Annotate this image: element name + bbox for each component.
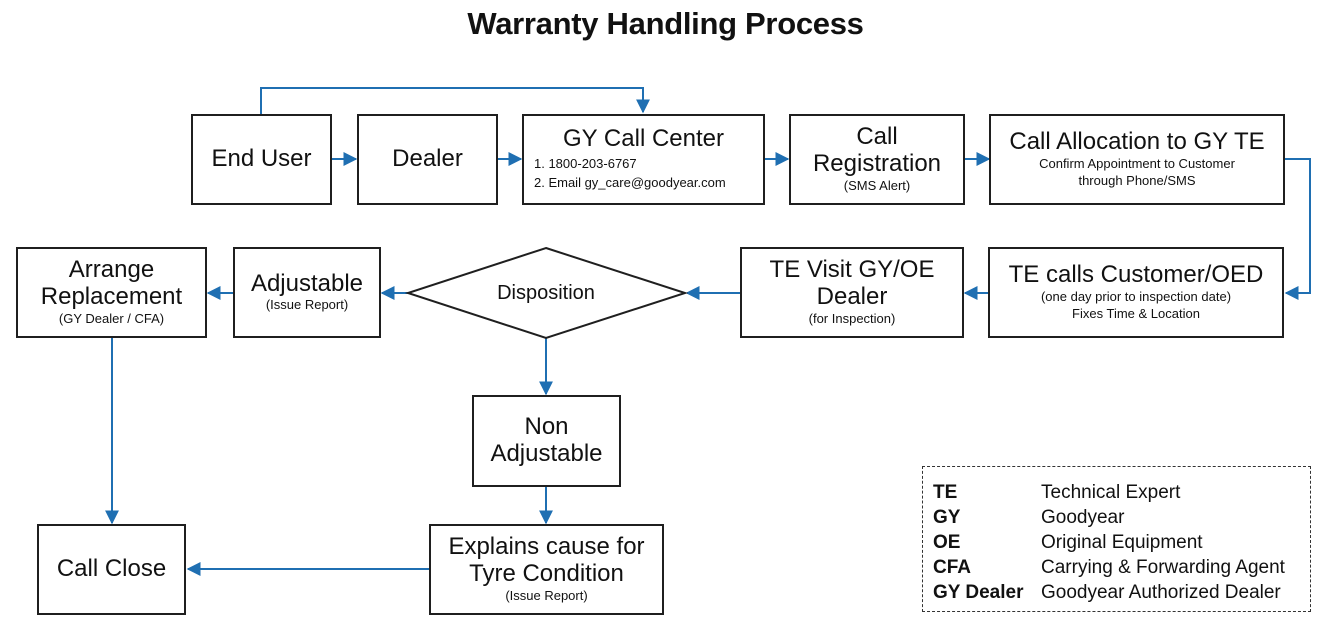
- legend-meaning: Carrying & Forwarding Agent: [1041, 557, 1285, 578]
- node-call-registration: Call Registration (SMS Alert): [789, 114, 965, 205]
- node-dealer: Dealer: [357, 114, 498, 205]
- node-te-calls-customer: TE calls Customer/OED (one day prior to …: [988, 247, 1284, 338]
- call-center-label: GY Call Center: [563, 125, 724, 153]
- abbreviation-legend: TE Technical Expert GY Goodyear OE Origi…: [922, 466, 1311, 612]
- legend-row: TE Technical Expert: [933, 480, 1310, 505]
- node-call-allocation: Call Allocation to GY TE Confirm Appoint…: [989, 114, 1285, 205]
- node-call-close: Call Close: [37, 524, 186, 615]
- node-adjustable: Adjustable (Issue Report): [233, 247, 381, 338]
- call-registration-line2: Registration: [812, 150, 942, 178]
- call-allocation-note-line1: Confirm Appointment to Customer: [1039, 156, 1235, 172]
- disposition-diamond: [404, 246, 689, 340]
- explains-cause-line2: Tyre Condition: [469, 560, 624, 588]
- arrow-allocation-to-tecalls: [1284, 158, 1311, 300]
- call-center-contact-list: 1. 1800-203-6767 2. Email gy_care@goodye…: [524, 155, 726, 193]
- legend-abbr: TE: [933, 482, 958, 503]
- legend-abbr: CFA: [933, 557, 971, 578]
- node-explains-cause: Explains cause for Tyre Condition (Issue…: [429, 524, 664, 615]
- legend-abbr: GY: [933, 507, 961, 528]
- legend-row: OE Original Equipment: [933, 530, 1310, 555]
- explains-cause-line1: Explains cause for: [448, 533, 645, 561]
- node-non-adjustable: Non Adjustable: [472, 395, 621, 487]
- end-user-label: End User: [211, 145, 312, 173]
- te-calls-label: TE calls Customer/OED: [1008, 261, 1264, 289]
- legend-abbr: OE: [933, 532, 961, 553]
- legend-meaning: Technical Expert: [1041, 482, 1181, 503]
- explains-cause-note: (Issue Report): [505, 587, 588, 603]
- te-calls-note-line2: Fixes Time & Location: [1072, 305, 1200, 321]
- legend-row: GY Goodyear: [933, 505, 1310, 530]
- arrow-enduser-to-callcenter: [260, 87, 650, 114]
- arrange-replacement-line2: Replacement: [40, 283, 183, 311]
- call-close-label: Call Close: [56, 555, 167, 583]
- arrange-replacement-line1: Arrange: [68, 256, 155, 284]
- te-visit-note: (for Inspection): [808, 310, 896, 326]
- legend-row: GY Dealer Goodyear Authorized Dealer: [933, 580, 1310, 605]
- call-allocation-note-line2: through Phone/SMS: [1078, 172, 1196, 188]
- arrange-replacement-note: (GY Dealer / CFA): [58, 310, 165, 326]
- node-te-visit-dealer: TE Visit GY/OE Dealer (for Inspection): [740, 247, 964, 338]
- legend-meaning: Original Equipment: [1041, 532, 1203, 553]
- te-calls-note-line1: (one day prior to inspection date): [1040, 289, 1232, 305]
- dealer-label: Dealer: [392, 145, 463, 173]
- adjustable-note: (Issue Report): [265, 297, 349, 313]
- te-visit-line1: TE Visit GY/OE: [769, 256, 935, 284]
- call-registration-note: (SMS Alert): [843, 177, 911, 193]
- node-gy-call-center: GY Call Center 1. 1800-203-6767 2. Email…: [522, 114, 765, 205]
- legend-abbr: GY Dealer: [933, 582, 1024, 603]
- legend-meaning: Goodyear: [1041, 507, 1125, 528]
- legend-meaning: Goodyear Authorized Dealer: [1041, 582, 1281, 603]
- node-end-user: End User: [191, 114, 332, 205]
- non-adjustable-line1: Non: [524, 413, 569, 441]
- te-visit-line2: Dealer: [816, 283, 888, 311]
- call-allocation-label: Call Allocation to GY TE: [1009, 128, 1265, 156]
- disposition-label: Disposition: [497, 282, 595, 304]
- adjustable-label: Adjustable: [250, 269, 364, 297]
- non-adjustable-line2: Adjustable: [490, 440, 603, 467]
- node-arrange-replacement: Arrange Replacement (GY Dealer / CFA): [16, 247, 207, 338]
- call-registration-line1: Call: [856, 123, 898, 151]
- call-center-phone: 1. 1800-203-6767: [534, 156, 637, 172]
- legend-row: CFA Carrying & Forwarding Agent: [933, 555, 1310, 580]
- call-center-email: 2. Email gy_care@goodyear.com: [534, 174, 726, 190]
- diagram-title: Warranty Handling Process: [467, 6, 864, 41]
